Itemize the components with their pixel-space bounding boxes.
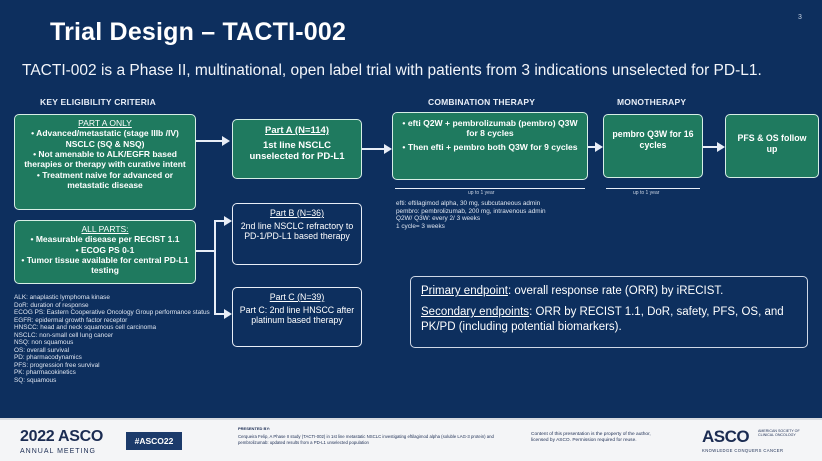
part-a-criteria-box: PART A ONLY • Advanced/metastatic (stage… bbox=[14, 114, 196, 210]
abbreviation: ALK: anaplastic lymphoma kinase bbox=[14, 294, 110, 301]
duration-bracket bbox=[606, 188, 700, 189]
part-a-criteria-item: • Not amenable to ALK/EGFR based therapi… bbox=[24, 149, 186, 170]
abbreviation: EGFR: epidermal growth factor receptor bbox=[14, 316, 128, 324]
part-a-criteria-item: • Treatment naive for advanced or metast… bbox=[36, 169, 174, 191]
arrow-head bbox=[224, 308, 232, 319]
abbreviation: NSCLC: non-small cell lung cancer bbox=[14, 331, 114, 339]
connector-line bbox=[588, 146, 597, 148]
primary-endpoint: Primary endpoint: overall response rate … bbox=[421, 284, 797, 299]
all-parts-criteria-item: • Measurable disease per RECIST 1.1 bbox=[30, 234, 180, 245]
part-a-title: Part A (N=114) bbox=[265, 125, 329, 136]
connector-line bbox=[214, 313, 226, 315]
part-c-box: Part C (N=39) Part C: 2nd line HNSCC aft… bbox=[232, 287, 362, 347]
arrow-head bbox=[222, 135, 230, 146]
rights-notice: Content of this presentation is the prop… bbox=[531, 432, 651, 444]
follow-up-box: PFS & OS follow up bbox=[725, 114, 819, 178]
secondary-endpoints: Secondary endpoints: ORR by RECIST 1.1, … bbox=[421, 305, 797, 335]
part-a-criteria-title: PART A ONLY bbox=[78, 118, 132, 128]
arrow-head bbox=[595, 141, 603, 152]
monotherapy-duration: up to 1 year bbox=[633, 190, 660, 196]
part-a-description: 1st line NSCLC unselected for PD-L1 bbox=[249, 139, 345, 163]
note-line: pembro: pembrolizumab, 200 mg, intraveno… bbox=[396, 207, 546, 215]
monotherapy-box: pembro Q3W for 16 cycles bbox=[603, 114, 703, 178]
asco-logo: ASCO bbox=[702, 427, 750, 446]
abbreviation: ECOG PS: Eastern Cooperative Oncology Gr… bbox=[14, 309, 210, 317]
asco-annual-meeting-logo: 2022 ASCO bbox=[20, 428, 103, 445]
part-b-box: Part B (N=36) 2nd line NSCLC refractory … bbox=[232, 203, 362, 265]
note-line: efti: eftilagimod alpha, 30 mg, subcutan… bbox=[396, 200, 541, 207]
combination-therapy-box: • efti Q2W + pembrolizumab (pembro) Q3W … bbox=[392, 112, 588, 180]
note-line: Q2W/ Q3W: every 2/ 3 weeks bbox=[396, 215, 481, 223]
follow-up-text: PFS & OS follow up bbox=[737, 133, 807, 154]
all-parts-criteria-item: • Tumor tissue available for central PD-… bbox=[21, 255, 189, 276]
all-parts-criteria-box: ALL PARTS: • Measurable disease per RECI… bbox=[14, 220, 196, 284]
abbreviations-legend: ALK: anaplastic lymphoma kinase DoR: dur… bbox=[14, 294, 214, 385]
connector-line bbox=[196, 250, 214, 252]
abbreviation: PK: pharmacokinetics bbox=[14, 369, 76, 377]
monotherapy-header: MONOTHERAPY bbox=[617, 97, 687, 107]
part-c-title: Part C (N=39) bbox=[269, 292, 325, 302]
abbreviation: PFS: progression free survival bbox=[14, 361, 100, 369]
abbreviation: PD: pharmacodynamics bbox=[14, 354, 82, 362]
part-c-description: Part C: 2nd line HNSCC after platinum ba… bbox=[239, 304, 355, 326]
connector-line bbox=[703, 146, 719, 148]
arrow-head bbox=[384, 143, 392, 154]
abbreviation: DoR: duration of response bbox=[14, 301, 89, 309]
primary-endpoint-text: : overall response rate (ORR) by iRECIST… bbox=[507, 285, 724, 297]
presented-by-label: PRESENTED BY: bbox=[238, 426, 271, 431]
asco-society-name: AMERICAN SOCIETY OF CLINICAL ONCOLOGY bbox=[758, 429, 800, 438]
connector-line bbox=[214, 220, 216, 314]
all-parts-criteria-item: • ECOG PS 0-1 bbox=[75, 244, 135, 255]
combination-line: • efti Q2W + pembrolizumab (pembro) Q3W … bbox=[402, 118, 578, 139]
presentation-citation: Cerqueira Felip, A Phase II study (TACTI… bbox=[238, 434, 494, 445]
part-a-criteria-item: • Advanced/metastatic (stage IIIb /IV) N… bbox=[31, 128, 179, 149]
abbreviation: SQ: squamous bbox=[14, 377, 57, 385]
monotherapy-text: pembro Q3W for 16 cycles bbox=[612, 129, 694, 150]
page-number: 3 bbox=[798, 14, 802, 21]
part-b-description: 2nd line NSCLC refractory to PD-1/PD-L1 … bbox=[240, 220, 354, 242]
all-parts-criteria-title: ALL PARTS: bbox=[81, 224, 129, 234]
annual-meeting-label: ANNUAL MEETING bbox=[20, 448, 96, 455]
part-b-title: Part B (N=36) bbox=[269, 208, 325, 218]
note-line: 1 cycle= 3 weeks bbox=[396, 222, 445, 230]
connector-line bbox=[214, 220, 226, 222]
abbreviation: NSQ: non squamous bbox=[14, 339, 74, 347]
abbreviation: OS: overall survival bbox=[14, 346, 70, 354]
hashtag-badge: #ASCO22 bbox=[126, 432, 182, 450]
endpoints-box: Primary endpoint: overall response rate … bbox=[410, 276, 808, 348]
arrow-head bbox=[717, 141, 725, 152]
eligibility-header: KEY ELIGIBILITY CRITERIA bbox=[40, 97, 156, 107]
abbreviation: HNSCC: head and neck squamous cell carci… bbox=[14, 324, 157, 332]
combination-line: • Then efti + pembro both Q3W for 9 cycl… bbox=[402, 141, 578, 152]
footer-bar: 2022 ASCO ANNUAL MEETING #ASCO22 PRESENT… bbox=[0, 418, 822, 461]
slide: Trial Design – TACTI-002 3 TACTI-002 is … bbox=[14, 14, 819, 385]
part-a-box: Part A (N=114) 1st line NSCLC unselected… bbox=[232, 119, 362, 179]
arrow-head bbox=[224, 215, 232, 226]
primary-endpoint-label: Primary endpoint bbox=[421, 285, 508, 297]
slide-title: Trial Design – TACTI-002 bbox=[50, 18, 347, 46]
duration-bracket bbox=[395, 188, 585, 189]
secondary-endpoints-label: Secondary endpoints bbox=[421, 306, 530, 319]
combination-duration: up to 1 year bbox=[468, 190, 495, 196]
connector-line bbox=[196, 140, 224, 142]
connector-line bbox=[362, 148, 386, 150]
combination-notes: efti: eftilagimod alpha, 30 mg, subcutan… bbox=[396, 200, 606, 230]
asco-tagline: KNOWLEDGE CONQUERS CANCER bbox=[702, 448, 784, 453]
secondary-endpoints-text: : ORR by RECIST 1.1, DoR, safety, PFS, O… bbox=[421, 306, 784, 334]
combination-header: COMBINATION THERAPY bbox=[428, 97, 536, 107]
slide-subtitle: TACTI-002 is a Phase II, multinational, … bbox=[22, 62, 762, 79]
